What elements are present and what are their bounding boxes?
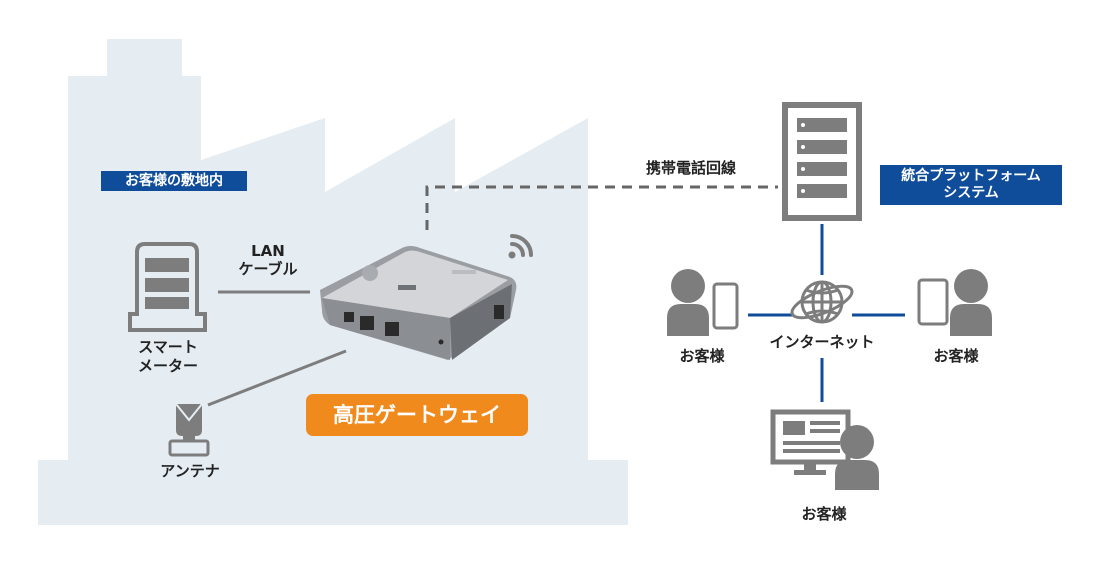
mobile-line-dashed	[425, 185, 778, 230]
wifi-signal-icon	[508, 234, 533, 259]
lan-cable-label-line2: ケーブル	[238, 260, 298, 278]
smart-meter-label-line1: スマート	[138, 338, 198, 356]
smart-meter-label: スマート メーター	[120, 338, 216, 376]
platform-label-line1: 統合プラットフォーム	[901, 168, 1041, 184]
factory-building	[38, 39, 628, 525]
user-with-tablet-icon	[917, 269, 992, 336]
customer-bottom-label: お客様	[801, 505, 847, 523]
platform-label: 統合プラットフォーム システム	[880, 165, 1062, 205]
lan-cable-label-line1: LAN	[251, 242, 285, 260]
smart-meter-label-line2: メーター	[137, 357, 198, 375]
antenna-cable-line	[207, 349, 347, 407]
server-rack-icon	[782, 102, 862, 221]
antenna-icon	[168, 403, 210, 457]
lan-cable-label: LAN ケーブル	[228, 242, 308, 278]
mobile-line-label: 携帯電話回線	[646, 159, 737, 177]
platform-label-line2: システム	[943, 185, 999, 201]
user-with-monitor-icon	[770, 409, 879, 490]
antenna-label: アンテナ	[160, 462, 220, 480]
premises-label: お客様の敷地内	[101, 171, 247, 191]
customer-left-label: お客様	[679, 347, 725, 365]
smart-meter-icon	[128, 242, 207, 332]
customer-right-label: お客様	[933, 347, 979, 365]
gateway-device	[320, 246, 517, 360]
gateway-label: 高圧ゲートウェイ	[306, 394, 528, 436]
globe-icon	[790, 280, 854, 324]
user-with-phone-icon	[667, 269, 739, 336]
internet-label: インターネット	[769, 333, 875, 351]
